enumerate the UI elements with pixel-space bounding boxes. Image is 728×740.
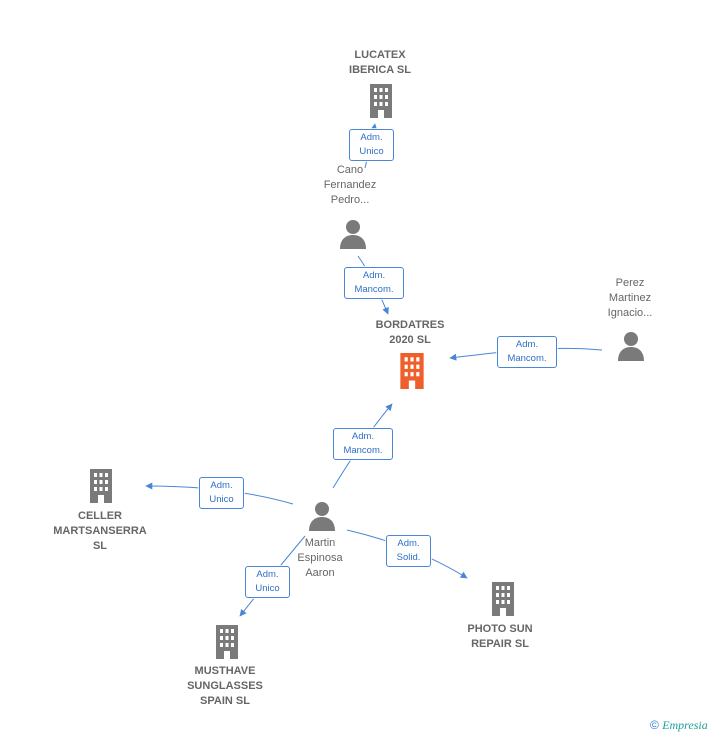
node-label-perez[interactable]: Perez Martinez Ignacio... bbox=[607, 277, 653, 319]
brand-label: Empresia bbox=[662, 718, 708, 732]
node-label-martin[interactable]: Martin Espinosa Aaron bbox=[297, 537, 343, 579]
person-icon[interactable] bbox=[616, 331, 646, 361]
person-icon[interactable] bbox=[307, 501, 337, 531]
person-icon[interactable] bbox=[338, 219, 368, 249]
edge-badge-martin-musthave[interactable]: Adm. Unico bbox=[245, 566, 290, 598]
copyright-icon: © bbox=[650, 718, 659, 732]
edge-badge-cano-lucatex[interactable]: Adm. Unico bbox=[349, 129, 394, 161]
footer-credit[interactable]: © Empresia bbox=[650, 718, 708, 733]
building-icon[interactable] bbox=[366, 84, 396, 118]
building-icon[interactable] bbox=[488, 582, 518, 616]
building-icon[interactable] bbox=[86, 469, 116, 503]
edge-badge-martin-photosun[interactable]: Adm. Solid. bbox=[386, 535, 431, 567]
node-label-bordatres[interactable]: BORDATRES 2020 SL bbox=[375, 319, 445, 346]
edge-badge-cano-bordatres[interactable]: Adm. Mancom. bbox=[344, 267, 404, 299]
edge-badge-martin-celler[interactable]: Adm. Unico bbox=[199, 477, 244, 509]
building-icon[interactable] bbox=[212, 625, 242, 659]
building-icon-focus[interactable] bbox=[396, 353, 428, 389]
node-label-cano[interactable]: Cano Fernandez Pedro... bbox=[323, 164, 377, 206]
node-label-celler[interactable]: CELLER MARTSANSERRA SL bbox=[53, 510, 147, 552]
node-label-photosun[interactable]: PHOTO SUN REPAIR SL bbox=[467, 623, 533, 650]
edge-badge-martin-bordatres[interactable]: Adm. Mancom. bbox=[333, 428, 393, 460]
node-label-musthave[interactable]: MUSTHAVE SUNGLASSES SPAIN SL bbox=[187, 665, 263, 707]
node-label-lucatex[interactable]: LUCATEX IBERICA SL bbox=[349, 49, 411, 76]
edge-badge-perez-bordatres[interactable]: Adm. Mancom. bbox=[497, 336, 557, 368]
